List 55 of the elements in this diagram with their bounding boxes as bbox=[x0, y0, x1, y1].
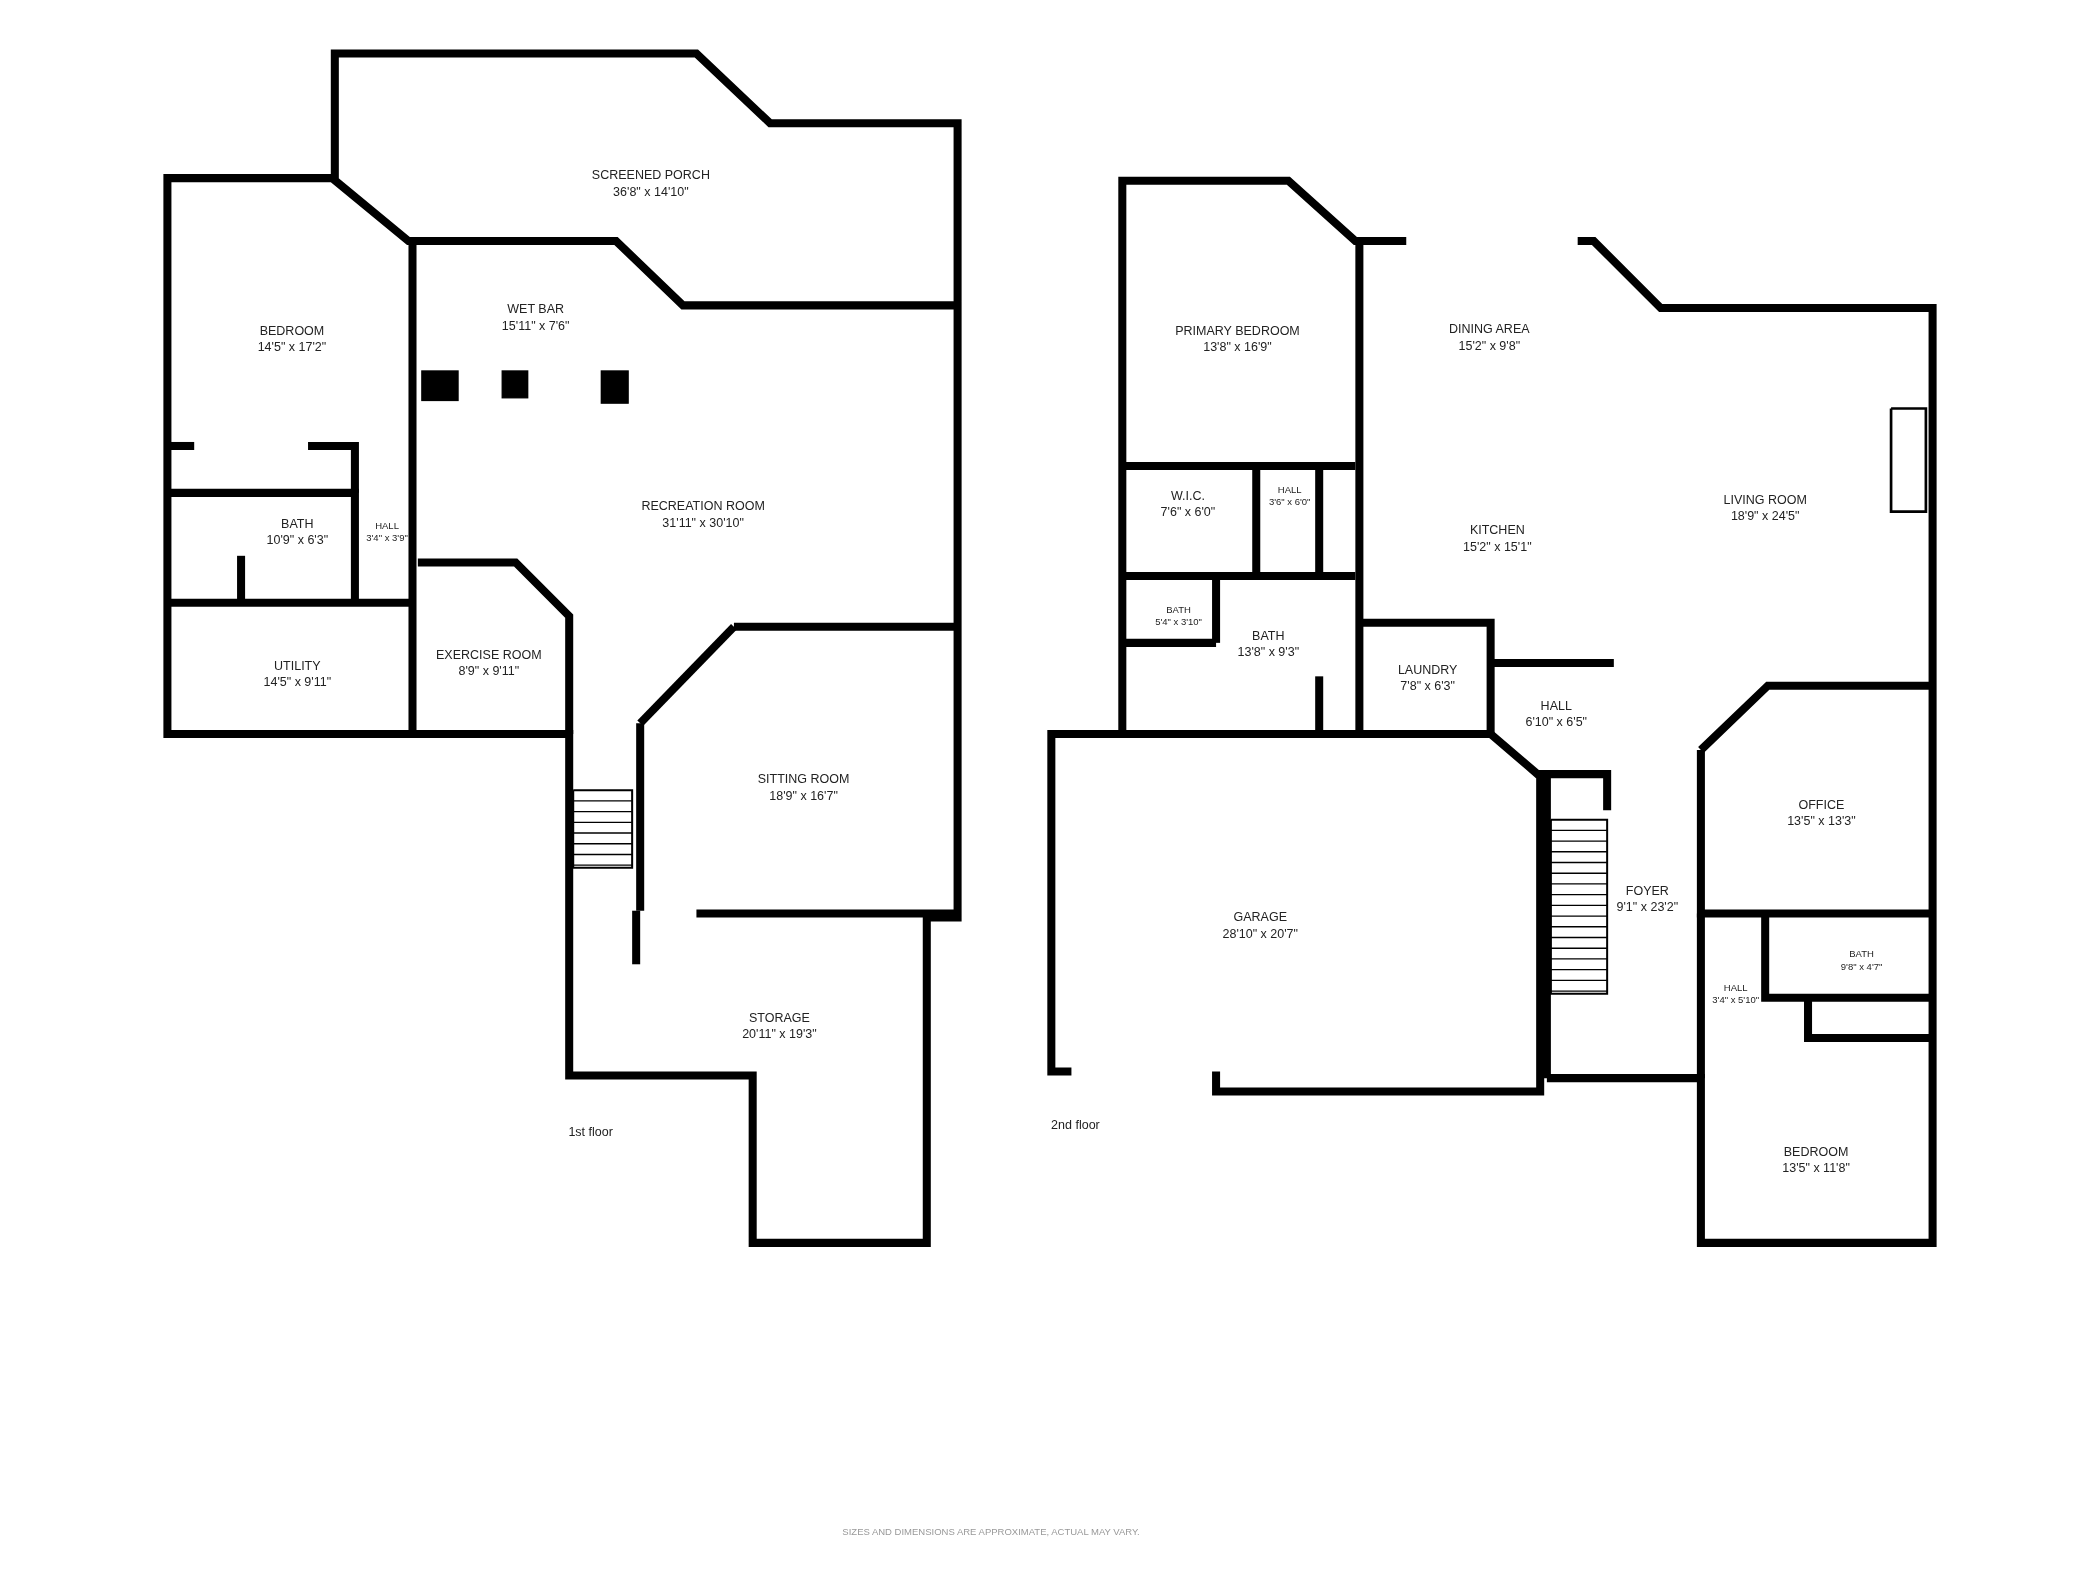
room-name: RECREATION ROOM bbox=[641, 498, 765, 515]
room-dimensions: 10'9" x 6'3" bbox=[266, 531, 329, 548]
room-dimensions: 13'8" x 16'9" bbox=[1202, 338, 1273, 356]
room-dimensions: 28'10" x 20'7" bbox=[1222, 925, 1298, 942]
room-dimensions: 8'9" x 9'11" bbox=[457, 662, 521, 680]
room-name: STORAGE bbox=[748, 1009, 811, 1026]
room-dimensions: 6'10" x 6'5" bbox=[1525, 713, 1588, 731]
room-name: W.I.C. bbox=[1169, 487, 1206, 504]
room-name: OFFICE bbox=[1797, 796, 1846, 813]
room-name: LIVING ROOM bbox=[1723, 491, 1807, 508]
room-dimensions: 9'1" x 23'2" bbox=[1616, 898, 1679, 915]
room-name: BATH bbox=[280, 515, 315, 532]
room-name: PRIMARY BEDROOM bbox=[1175, 322, 1300, 339]
room-name: BEDROOM bbox=[1782, 1143, 1850, 1160]
room-name: HALL bbox=[1276, 483, 1303, 496]
room-dimensions: 18'9" x 24'5" bbox=[1729, 507, 1801, 524]
room-dimensions: 14'5" x 9'11" bbox=[263, 673, 332, 690]
floor-label: 2nd floor bbox=[1051, 1118, 1100, 1132]
room-name: HALL bbox=[1539, 697, 1573, 714]
room-dimensions: 3'6" x 6'0" bbox=[1268, 495, 1311, 508]
room-dimensions: 15'2" x 15'1" bbox=[1463, 538, 1532, 555]
room-name: DINING AREA bbox=[1449, 321, 1530, 338]
room-name: KITCHEN bbox=[1468, 522, 1526, 539]
disclaimer-note: SIZES AND DIMENSIONS ARE APPROXIMATE, ACTUAL MAY VARY. bbox=[842, 1525, 1140, 1537]
room-dimensions: 5'4" x 3'10" bbox=[1155, 616, 1202, 629]
room-name: UTILITY bbox=[273, 657, 322, 674]
room-dimensions: 31'11" x 30'10" bbox=[661, 514, 745, 531]
room-dimensions: 36'8" x 14'10" bbox=[612, 183, 690, 200]
room-dimensions: 3'4" x 3'9" bbox=[366, 531, 408, 545]
room-name: LAUNDRY bbox=[1397, 661, 1458, 678]
room-name: SCREENED PORCH bbox=[591, 167, 710, 184]
room-dimensions: 13'5" x 11'8" bbox=[1782, 1159, 1850, 1177]
room-name: GARAGE bbox=[1232, 909, 1288, 926]
room-dimensions: 15'2" x 9'8" bbox=[1457, 337, 1522, 354]
room-name: BATH bbox=[1848, 947, 1875, 961]
room-dimensions: 13'5" x 13'3" bbox=[1787, 812, 1856, 830]
room-dimensions: 14'5" x 17'2" bbox=[257, 338, 327, 356]
room-name: HALL bbox=[374, 519, 400, 532]
room-dimensions: 20'11" x 19'3" bbox=[742, 1025, 817, 1043]
room-dimensions: 15'11" x 7'6" bbox=[501, 317, 570, 334]
room-dimensions: 13'8" x 9'3" bbox=[1237, 644, 1300, 661]
room-name: HALL bbox=[1722, 981, 1749, 994]
room-name: FOYER bbox=[1624, 882, 1670, 899]
room-name: BATH bbox=[1251, 627, 1286, 645]
room-dimensions: 9'8" x 4'7" bbox=[1840, 960, 1883, 973]
room-dimensions: 3'4" x 5'10" bbox=[1712, 993, 1760, 1007]
room-dimensions: 18'9" x 16'7" bbox=[768, 787, 839, 804]
room-name: WET BAR bbox=[506, 301, 566, 318]
room-name: BATH bbox=[1165, 603, 1192, 617]
room-name: EXERCISE ROOM bbox=[436, 646, 542, 663]
room-dimensions: 7'8" x 6'3" bbox=[1399, 677, 1456, 694]
room-dimensions: 7'6" x 6'0" bbox=[1160, 503, 1216, 520]
floor-label: 1st floor bbox=[568, 1124, 613, 1139]
room-name: SITTING ROOM bbox=[757, 771, 850, 788]
room-name: BEDROOM bbox=[258, 322, 326, 339]
